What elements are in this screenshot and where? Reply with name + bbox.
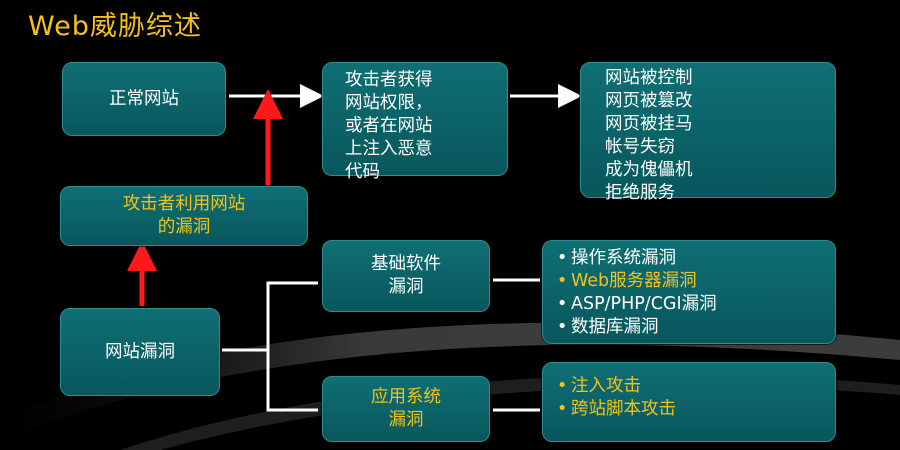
base-software-line: 基础软件 (371, 254, 441, 274)
app-system-box: 应用系统 漏洞 (322, 376, 490, 442)
attacker-gains-box: 攻击者获得 网站权限， 或者在网站 上注入恶意 代码 (322, 62, 508, 182)
base-items-box: •操作系统漏洞 •Web服务器漏洞 •ASP/PHP/CGI漏洞 •数据库漏洞 (542, 240, 836, 344)
base-item-text: 数据库漏洞 (571, 317, 659, 337)
attacker-uses-box: 攻击者利用网站 的漏洞 (60, 186, 308, 246)
list-item: •Web服务器漏洞 (557, 270, 835, 293)
consequence-item: 网站被控制 (605, 68, 693, 88)
attacker-uses-line: 攻击者利用网站 (122, 194, 246, 214)
bullet-icon: • (557, 376, 568, 396)
page-title: Web威胁综述 (28, 11, 202, 42)
consequence-item: 网页被挂马 (605, 114, 693, 134)
base-item-text: ASP/PHP/CGI漏洞 (571, 294, 717, 314)
app-item-text: 跨站脚本攻击 (571, 399, 676, 419)
site-vuln-box: 网站漏洞 (60, 308, 220, 396)
attacker-uses-line: 的漏洞 (157, 217, 211, 237)
attacker-gains-line: 网站权限， (345, 93, 433, 113)
bullet-icon: • (557, 248, 568, 268)
bullet-icon: • (557, 271, 568, 291)
site-vuln-label: 网站漏洞 (105, 341, 175, 362)
bullet-icon: • (557, 399, 568, 419)
consequences-box: 网站被控制 网页被篡改 网页被挂马 帐号失窃 成为傀儡机 拒绝服务 (580, 62, 836, 203)
base-software-box: 基础软件 漏洞 (322, 240, 490, 312)
list-item: •ASP/PHP/CGI漏洞 (557, 293, 835, 316)
normal-site-box: 正常网站 (62, 62, 226, 136)
app-item-text: 注入攻击 (571, 376, 641, 396)
list-item: •操作系统漏洞 (557, 247, 835, 270)
app-items-box: •注入攻击 •跨站脚本攻击 (542, 362, 836, 442)
branch-line-lower (266, 350, 318, 412)
app-system-line: 漏洞 (388, 410, 424, 430)
consequence-item: 帐号失窃 (605, 137, 675, 157)
bullet-icon: • (557, 317, 568, 337)
consequence-item: 成为傀儡机 (605, 160, 693, 180)
consequence-item: 拒绝服务 (605, 183, 675, 203)
base-item-text: Web服务器漏洞 (571, 271, 697, 291)
attacker-gains-line: 代码 (345, 162, 380, 182)
list-item: •注入攻击 (557, 375, 835, 398)
consequence-item: 网页被篡改 (605, 91, 693, 111)
bullet-icon: • (557, 294, 568, 314)
attacker-gains-line: 攻击者获得 (345, 70, 433, 90)
attacker-gains-line: 上注入恶意 (345, 139, 433, 159)
base-item-text: 操作系统漏洞 (571, 248, 676, 268)
attacker-gains-line: 或者在网站 (345, 116, 433, 136)
list-item: •跨站脚本攻击 (557, 398, 835, 421)
app-system-line: 应用系统 (371, 387, 441, 407)
list-item: •数据库漏洞 (557, 316, 835, 339)
branch-line (222, 281, 318, 352)
normal-site-label: 正常网站 (109, 88, 179, 109)
base-software-line: 漏洞 (388, 277, 424, 297)
